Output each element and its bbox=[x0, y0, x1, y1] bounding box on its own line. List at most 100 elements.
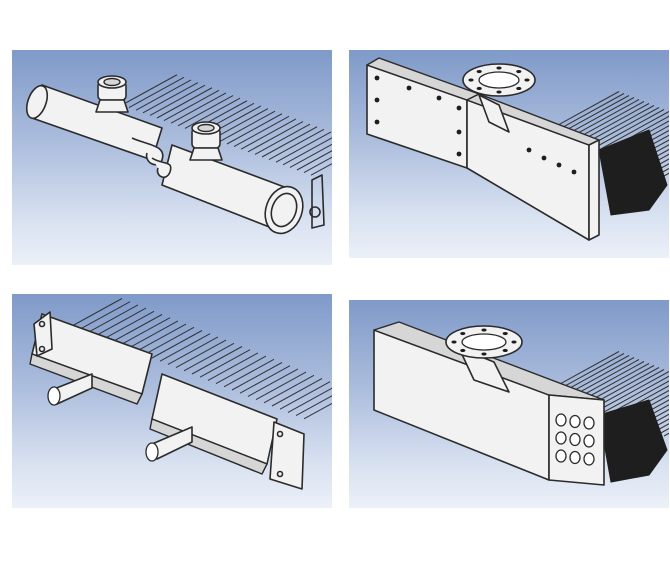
tube-hole bbox=[569, 414, 581, 429]
panel-box-header-pipe bbox=[12, 294, 332, 508]
panel-cylindrical-header bbox=[12, 50, 332, 265]
plug-hole bbox=[456, 129, 462, 135]
fin-line bbox=[71, 298, 123, 327]
fin-line bbox=[287, 387, 332, 413]
fin-line bbox=[275, 131, 332, 163]
flange-bolt-hole bbox=[476, 86, 482, 91]
flange-bolt-hole bbox=[524, 78, 530, 82]
flange-bolt-hole bbox=[481, 352, 487, 356]
tube-bundle bbox=[598, 129, 668, 216]
box-header-pipe-illustration bbox=[29, 298, 332, 490]
plug-hole bbox=[374, 97, 380, 103]
fin-line bbox=[303, 156, 332, 174]
flange-bolt-hole bbox=[476, 69, 482, 74]
fin-line bbox=[593, 109, 665, 149]
plug-holes bbox=[374, 75, 577, 175]
fin-line bbox=[103, 310, 155, 340]
plug-hole bbox=[456, 105, 462, 111]
fin-line bbox=[648, 158, 669, 171]
panel-box-header-flange bbox=[349, 50, 669, 258]
fin-line bbox=[268, 128, 325, 161]
fin-line bbox=[135, 79, 192, 111]
tube-hole bbox=[569, 450, 581, 465]
tube-hole bbox=[583, 416, 595, 430]
fin-line bbox=[558, 95, 630, 135]
tube-hole bbox=[583, 434, 595, 448]
threaded-nozzle-right bbox=[189, 121, 223, 161]
fin-line bbox=[573, 101, 645, 141]
tube-holes bbox=[555, 413, 595, 466]
fin-line bbox=[121, 74, 178, 106]
fin-line bbox=[215, 355, 267, 385]
end-bracket bbox=[309, 174, 325, 229]
flange-bolt-hole bbox=[460, 331, 466, 336]
flange-bolt-hole bbox=[516, 69, 522, 74]
flange-bolt-hole bbox=[511, 340, 517, 344]
tube-bundle bbox=[598, 399, 668, 483]
right-header-section bbox=[149, 373, 305, 490]
fin-line bbox=[603, 375, 669, 413]
fin-line bbox=[653, 423, 669, 433]
fin-line bbox=[261, 126, 318, 158]
flange-bolt-hole bbox=[451, 340, 457, 344]
fin-line bbox=[254, 123, 311, 155]
cylindrical-header-illustration bbox=[25, 74, 332, 235]
fin-line bbox=[159, 333, 211, 362]
threaded-nozzle-left bbox=[95, 75, 129, 113]
fin-line bbox=[263, 374, 315, 404]
fin-line bbox=[295, 395, 332, 417]
fin-line bbox=[282, 137, 332, 166]
plug-plate bbox=[366, 57, 480, 169]
fins bbox=[71, 298, 332, 420]
rectangular-header-illustration bbox=[373, 321, 669, 486]
fin-line bbox=[598, 371, 669, 411]
fin-line bbox=[128, 76, 185, 109]
flange-bolt-hole bbox=[460, 348, 466, 353]
fin-line bbox=[578, 103, 650, 143]
pipe-nozzle-right bbox=[145, 426, 193, 462]
fin-line bbox=[598, 111, 669, 151]
fin-line bbox=[149, 84, 206, 116]
plug-hole bbox=[374, 75, 380, 81]
fin-line bbox=[184, 97, 241, 129]
flange-bolt-hole bbox=[481, 328, 487, 332]
fin-line bbox=[247, 368, 299, 397]
fin-line bbox=[568, 99, 640, 139]
left-tube-section bbox=[25, 84, 164, 166]
fin-line bbox=[175, 339, 227, 369]
flange-bolt-hole bbox=[496, 66, 502, 70]
fin-line bbox=[87, 304, 139, 333]
fin-line bbox=[223, 358, 275, 388]
fin-line bbox=[279, 381, 331, 410]
flange-bolt-hole bbox=[496, 90, 502, 94]
fin-line bbox=[170, 92, 227, 124]
fin-line bbox=[310, 163, 332, 176]
fin-line bbox=[233, 115, 290, 148]
fin-line bbox=[127, 320, 179, 349]
fin-line bbox=[548, 91, 620, 131]
fin-line bbox=[151, 330, 203, 359]
fin-line bbox=[608, 380, 669, 415]
pipe-nozzle-left bbox=[47, 373, 93, 406]
left-header-section bbox=[29, 311, 153, 405]
fin-line bbox=[593, 369, 665, 409]
fin-line bbox=[303, 402, 332, 420]
fin-line bbox=[553, 93, 625, 133]
fin-line bbox=[156, 87, 213, 119]
fin-line bbox=[563, 97, 635, 137]
plug-hole bbox=[374, 119, 380, 125]
tube-hole bbox=[555, 449, 567, 463]
fin-line bbox=[177, 95, 234, 127]
fin-line bbox=[271, 378, 323, 407]
fin-line bbox=[240, 118, 297, 150]
fin-line bbox=[111, 314, 163, 343]
plug-hole bbox=[526, 147, 532, 153]
flange-bolt-hole bbox=[468, 78, 474, 82]
flange-bolt-hole bbox=[502, 331, 508, 336]
fin-line bbox=[183, 342, 235, 372]
fin-line bbox=[167, 336, 219, 365]
flange bbox=[462, 63, 536, 133]
fin-line bbox=[231, 362, 283, 391]
plug-hole bbox=[571, 169, 577, 175]
fin-line bbox=[212, 108, 269, 140]
